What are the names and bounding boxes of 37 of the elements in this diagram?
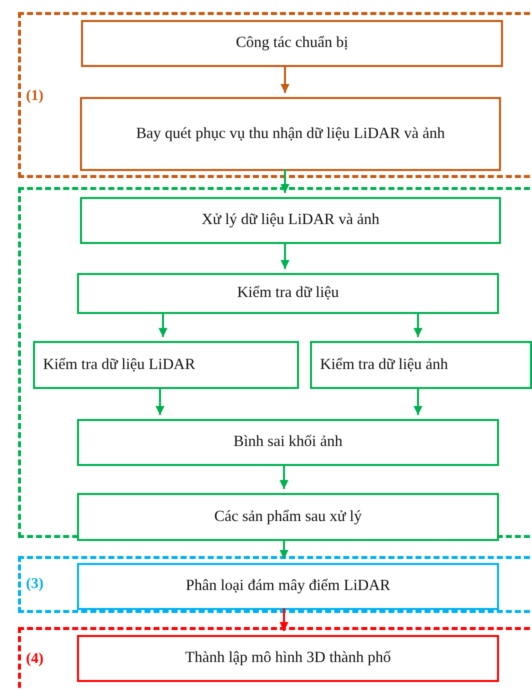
process-box bbox=[80, 97, 501, 171]
arrow bbox=[158, 312, 168, 337]
step-label: Kiểm tra dữ liệu bbox=[237, 283, 339, 304]
arrow bbox=[280, 608, 288, 631]
arrow bbox=[280, 169, 290, 193]
group-number: (4) bbox=[26, 652, 44, 667]
step-label: Thành lập mô hình 3D thành phố bbox=[185, 648, 391, 668]
step-label: Phân loại đám mây điểm LiDAR bbox=[186, 576, 390, 596]
step-label: Các sản phẩm sau xử lý bbox=[214, 506, 362, 527]
process-box bbox=[77, 563, 499, 610]
group-number: (1) bbox=[26, 89, 44, 104]
process-box bbox=[33, 341, 299, 389]
step-label: Bay quét phục vụ thu nhận dữ liệu LiDAR và ảnh bbox=[136, 124, 445, 144]
process-box bbox=[77, 635, 499, 682]
group-frame bbox=[18, 12, 532, 178]
process-box bbox=[80, 197, 501, 244]
process-box bbox=[77, 493, 499, 541]
arrow bbox=[280, 464, 288, 489]
arrow bbox=[414, 387, 422, 415]
group-frame bbox=[18, 187, 532, 538]
step-label: Xử lý dữ liệu LiDAR và ảnh bbox=[202, 210, 380, 230]
group-frame bbox=[18, 627, 532, 690]
arrow bbox=[156, 387, 164, 415]
step-label: Bình sai khối ảnh bbox=[234, 432, 342, 452]
process-box bbox=[310, 341, 532, 389]
process-box bbox=[77, 419, 499, 466]
group-frame bbox=[18, 556, 532, 613]
arrow bbox=[280, 539, 288, 559]
arrow bbox=[280, 65, 290, 93]
step-label: Công tác chuẩn bị bbox=[236, 33, 348, 54]
group-number: (3) bbox=[26, 577, 44, 592]
arrow bbox=[280, 242, 290, 269]
step-label: Kiểm tra dữ liệu ảnh bbox=[320, 354, 448, 375]
step-label: Kiểm tra dữ liệu LiDAR bbox=[43, 354, 196, 375]
process-box bbox=[77, 273, 499, 314]
arrow bbox=[414, 312, 422, 337]
process-box bbox=[81, 20, 503, 67]
